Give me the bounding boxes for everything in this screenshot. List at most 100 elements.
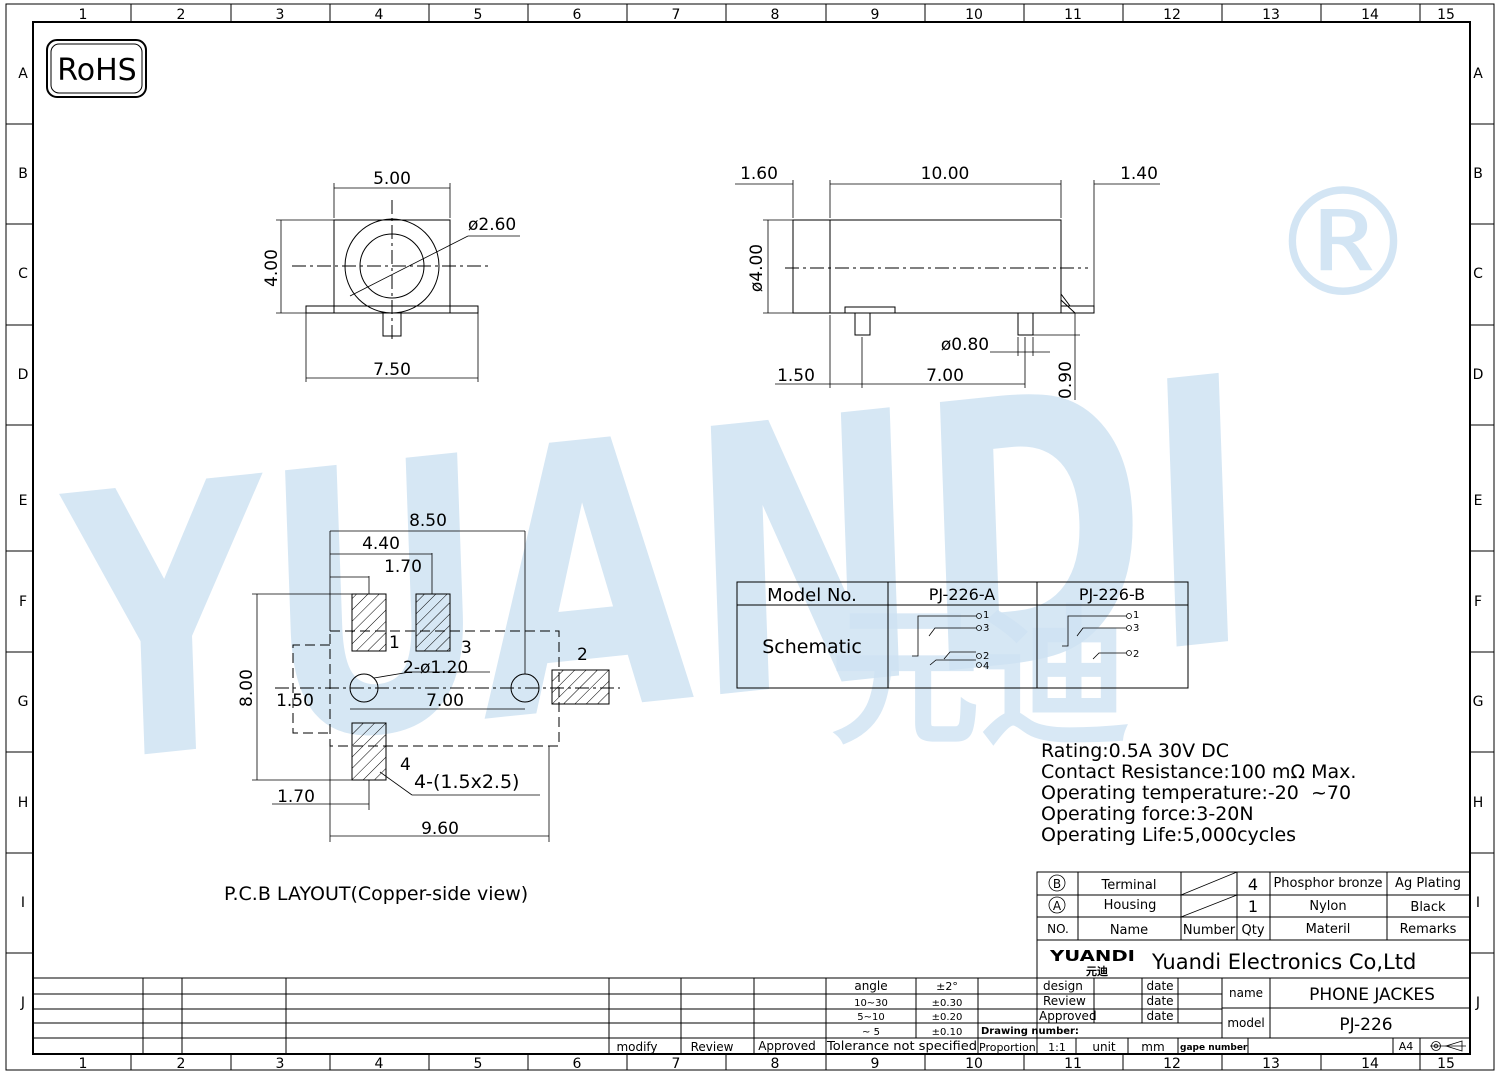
tb-gape-number: gape number	[1180, 1043, 1248, 1053]
schematic-b-pin-1: 1	[1133, 610, 1139, 621]
company-logo-cn: 元迪	[1086, 964, 1108, 978]
watermark-registered: ®	[1268, 157, 1418, 331]
rev-review: Review	[691, 1040, 734, 1054]
frame-col-top-2: 2	[177, 7, 186, 23]
tol-val-angle: ±2°	[936, 980, 958, 993]
frame-col-bottom-4: 4	[375, 1056, 384, 1072]
dim-side-diameter: ø4.00	[747, 244, 767, 292]
tb-proportion: Proportion	[979, 1041, 1036, 1054]
rohs-text: RoHS	[57, 53, 136, 88]
tb-unit: unit	[1092, 1040, 1116, 1054]
frame-col-bottom-5: 5	[474, 1056, 483, 1072]
frame-col-top-10: 10	[965, 7, 983, 23]
frame-row-left-J: J	[20, 995, 25, 1011]
dim-pcb-mid-width: 4.40	[362, 534, 400, 554]
frame-col-bottom-7: 7	[672, 1056, 681, 1072]
pcb-layout: 1 3 2 4 8.50 4.40 1.70 8.00 1.50 7.00 2-…	[224, 511, 620, 905]
rohs-badge: RoHS	[46, 39, 147, 98]
table-header-model: Model No.	[767, 585, 857, 606]
company-logo: YUANDI	[1049, 947, 1135, 965]
dim-side-pin-diameter: ø0.80	[941, 335, 989, 355]
watermark-chinese: 元迪	[830, 592, 1130, 766]
frame-row-left-G: G	[18, 694, 29, 710]
bom-header-qty: Qty	[1241, 923, 1264, 938]
tb-unit-value: mm	[1141, 1040, 1164, 1054]
pad-label-1: 1	[389, 633, 400, 653]
rev-approved: Approved	[758, 1039, 816, 1053]
tb-scale: 1:1	[1048, 1041, 1066, 1054]
tol-val-10-30: ±0.30	[932, 998, 963, 1009]
spec-contact-resistance: Contact Resistance:100 mΩ Max.	[1041, 761, 1356, 783]
dim-pcb-pad-width: 1.70	[384, 557, 422, 577]
spec-operating-temperature: Operating temperature:-20 ~70	[1041, 782, 1351, 804]
tb-name-value: PHONE JACKES	[1309, 985, 1435, 1005]
dim-pcb-height: 8.00	[237, 669, 257, 707]
frame-row-right-J: J	[1475, 995, 1480, 1011]
tb-review: Review	[1043, 994, 1086, 1008]
frame-col-top-13: 13	[1262, 7, 1280, 23]
frame-row-right-F: F	[1474, 594, 1482, 610]
frame-col-bottom-14: 14	[1361, 1056, 1379, 1072]
dim-hole-diameter: ø2.60	[468, 215, 516, 235]
dim-front-width: 5.00	[373, 169, 411, 189]
bom-header-material: Materil	[1306, 922, 1351, 937]
tb-sheet-size: A4	[1399, 1040, 1414, 1053]
table-row-schematic: Schematic	[762, 636, 862, 658]
bom-header-no: NO.	[1047, 922, 1069, 936]
bom-remarks-terminal: Ag Plating	[1395, 876, 1461, 891]
bom-no-a: A	[1053, 899, 1062, 913]
table-header-b: PJ-226-B	[1079, 585, 1145, 604]
bom-material-housing: Nylon	[1309, 899, 1346, 914]
specifications: Rating:0.5A 30V DC Contact Resistance:10…	[1041, 740, 1356, 846]
tol-range-10-30: 10~30	[854, 998, 888, 1009]
tol-range-5-10: 5~10	[857, 1012, 884, 1023]
frame-row-right-G: G	[1473, 694, 1484, 710]
tb-model-value: PJ-226	[1339, 1015, 1392, 1035]
dim-side-body: 10.00	[921, 164, 970, 184]
frame-col-top-12: 12	[1163, 7, 1181, 23]
tb-model-label: model	[1227, 1016, 1264, 1030]
frame-row-right-I: I	[1476, 895, 1480, 911]
frame-col-top-1: 1	[79, 7, 88, 23]
dim-pcb-total-width: 8.50	[409, 511, 447, 531]
frame-col-top-7: 7	[672, 7, 681, 23]
frame-grid-labels: 1122334455667788991010111112121313141415…	[6, 4, 1494, 1072]
bom-qty-terminal: 4	[1248, 875, 1258, 894]
pad-label-2: 2	[577, 645, 588, 665]
schematic-a-pin-3: 3	[983, 623, 989, 634]
tb-approved: Approved	[1039, 1009, 1097, 1023]
dim-front-height: 4.00	[262, 249, 282, 287]
frame-col-bottom-10: 10	[965, 1056, 983, 1072]
dim-side-pin-offset: 1.50	[777, 366, 815, 386]
frame-col-bottom-6: 6	[573, 1056, 582, 1072]
frame-col-top-14: 14	[1361, 7, 1379, 23]
frame-row-left-A: A	[18, 66, 28, 82]
tb-name-label: name	[1229, 986, 1263, 1000]
frame-row-right-D: D	[1473, 367, 1484, 383]
schematic-a-pin-2: 2	[983, 651, 989, 662]
dim-pcb-pad-size: 4-(1.5x2.5)	[414, 771, 519, 793]
pcb-title: P.C.B LAYOUT(Copper-side view)	[224, 883, 528, 905]
bom-table: B Terminal 4 Phosphor bronze Ag Plating …	[1036, 871, 1471, 941]
bom-remarks-housing: Black	[1410, 900, 1446, 915]
frame-row-right-E: E	[1474, 493, 1483, 509]
frame-col-top-9: 9	[871, 7, 880, 23]
schematic-a-pin-4: 4	[983, 661, 989, 672]
tol-range-5: ~ 5	[862, 1027, 880, 1038]
frame-col-bottom-2: 2	[177, 1056, 186, 1072]
tol-range-angle: angle	[854, 979, 887, 993]
side-view: 1.60 10.00 1.40 ø4.00 1.50 7.00 ø0.80 0.…	[735, 164, 1160, 400]
frame-row-left-C: C	[18, 266, 28, 282]
frame-row-right-B: B	[1473, 166, 1483, 182]
model-table: Model No. PJ-226-A PJ-226-B Schematic 1 …	[736, 581, 1189, 689]
dim-pcb-holes: 2-ø1.20	[403, 658, 468, 678]
schematic-b-pin-2: 2	[1133, 649, 1139, 660]
tol-label: Tolerance not specified	[826, 1039, 977, 1053]
projection-symbol-icon	[1430, 1040, 1466, 1052]
bom-qty-housing: 1	[1248, 897, 1258, 916]
schematic-b: 1 3 2	[1062, 610, 1139, 660]
frame-col-bottom-9: 9	[871, 1056, 880, 1072]
bom-header-name: Name	[1110, 923, 1148, 938]
dim-pcb-overall: 9.60	[421, 819, 459, 839]
